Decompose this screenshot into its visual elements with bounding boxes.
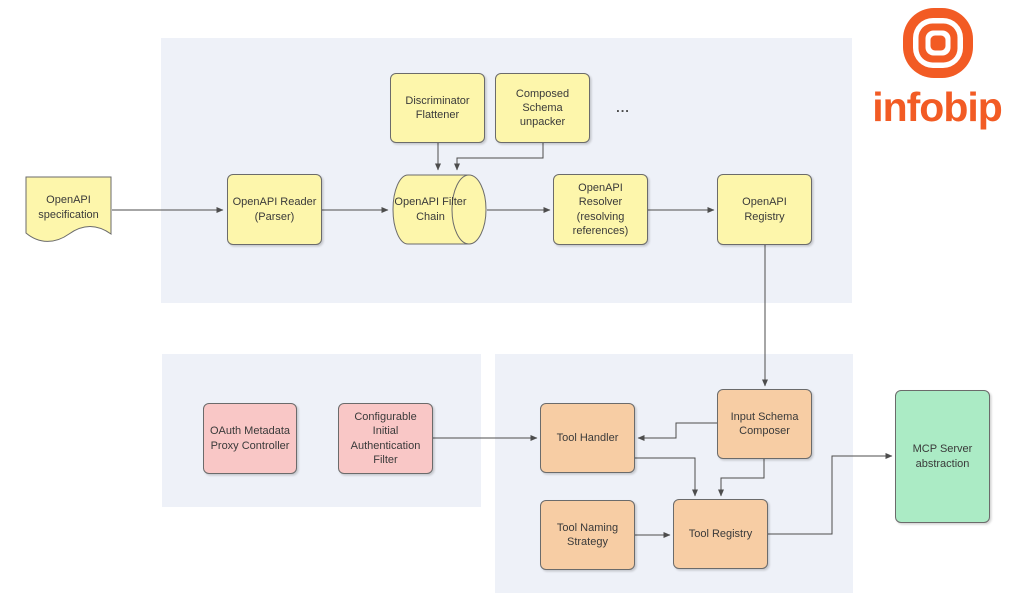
horizontal-cylinder-shape [392, 174, 487, 245]
node-label: OpenAPI Registry [742, 196, 787, 223]
node-oauth-metadata-proxy-controller: OAuth Metadata Proxy Controller [203, 403, 297, 474]
node-openapi-registry: OpenAPI Registry [717, 174, 812, 245]
node-tool-registry: Tool Registry [673, 499, 768, 569]
infobip-rings-icon [903, 8, 973, 78]
node-mcp-server-abstraction: MCP Server abstraction [895, 390, 990, 523]
node-configurable-initial-authentication-filter: Configurable Initial Authentication Filt… [338, 403, 433, 474]
node-label: OpenAPI specification [38, 194, 99, 221]
node-label: OpenAPI Filter Chain [394, 196, 467, 223]
node-label: Discriminator Flattener [405, 94, 470, 121]
node-tool-naming-strategy: Tool Naming Strategy [540, 500, 635, 570]
node-openapi-reader: OpenAPI Reader (Parser) [227, 174, 322, 245]
node-label: Composed Schema unpacker [515, 87, 570, 129]
infobip-logo-text: infobip [872, 84, 1003, 130]
infobip-logo: infobip [853, 6, 1021, 136]
node-label: Tool Registry [688, 527, 753, 540]
node-openapi-resolver: OpenAPI Resolver (resolving references) [553, 174, 648, 245]
node-label: MCP Server abstraction [912, 443, 973, 470]
node-label: OpenAPI Reader (Parser) [232, 196, 317, 223]
node-openapi-filter-chain: OpenAPI Filter Chain [392, 174, 487, 245]
node-label: Configurable Initial Authentication Filt… [350, 410, 421, 466]
node-label: OpenAPI Resolver (resolving references) [572, 181, 629, 237]
node-openapi-specification: OpenAPI specification [25, 176, 112, 247]
more-filters-ellipsis: ... [616, 100, 630, 115]
node-input-schema-composer: Input Schema Composer [717, 389, 812, 459]
node-label: OAuth Metadata Proxy Controller [209, 425, 291, 452]
node-label: Input Schema Composer [730, 410, 799, 437]
node-label: Tool Naming Strategy [556, 521, 619, 548]
node-composed-schema-unpacker: Composed Schema unpacker [495, 73, 590, 143]
node-label: Tool Handler [556, 431, 619, 444]
node-tool-handler: Tool Handler [540, 403, 635, 473]
node-discriminator-flattener: Discriminator Flattener [390, 73, 485, 143]
document-shape [25, 176, 112, 242]
